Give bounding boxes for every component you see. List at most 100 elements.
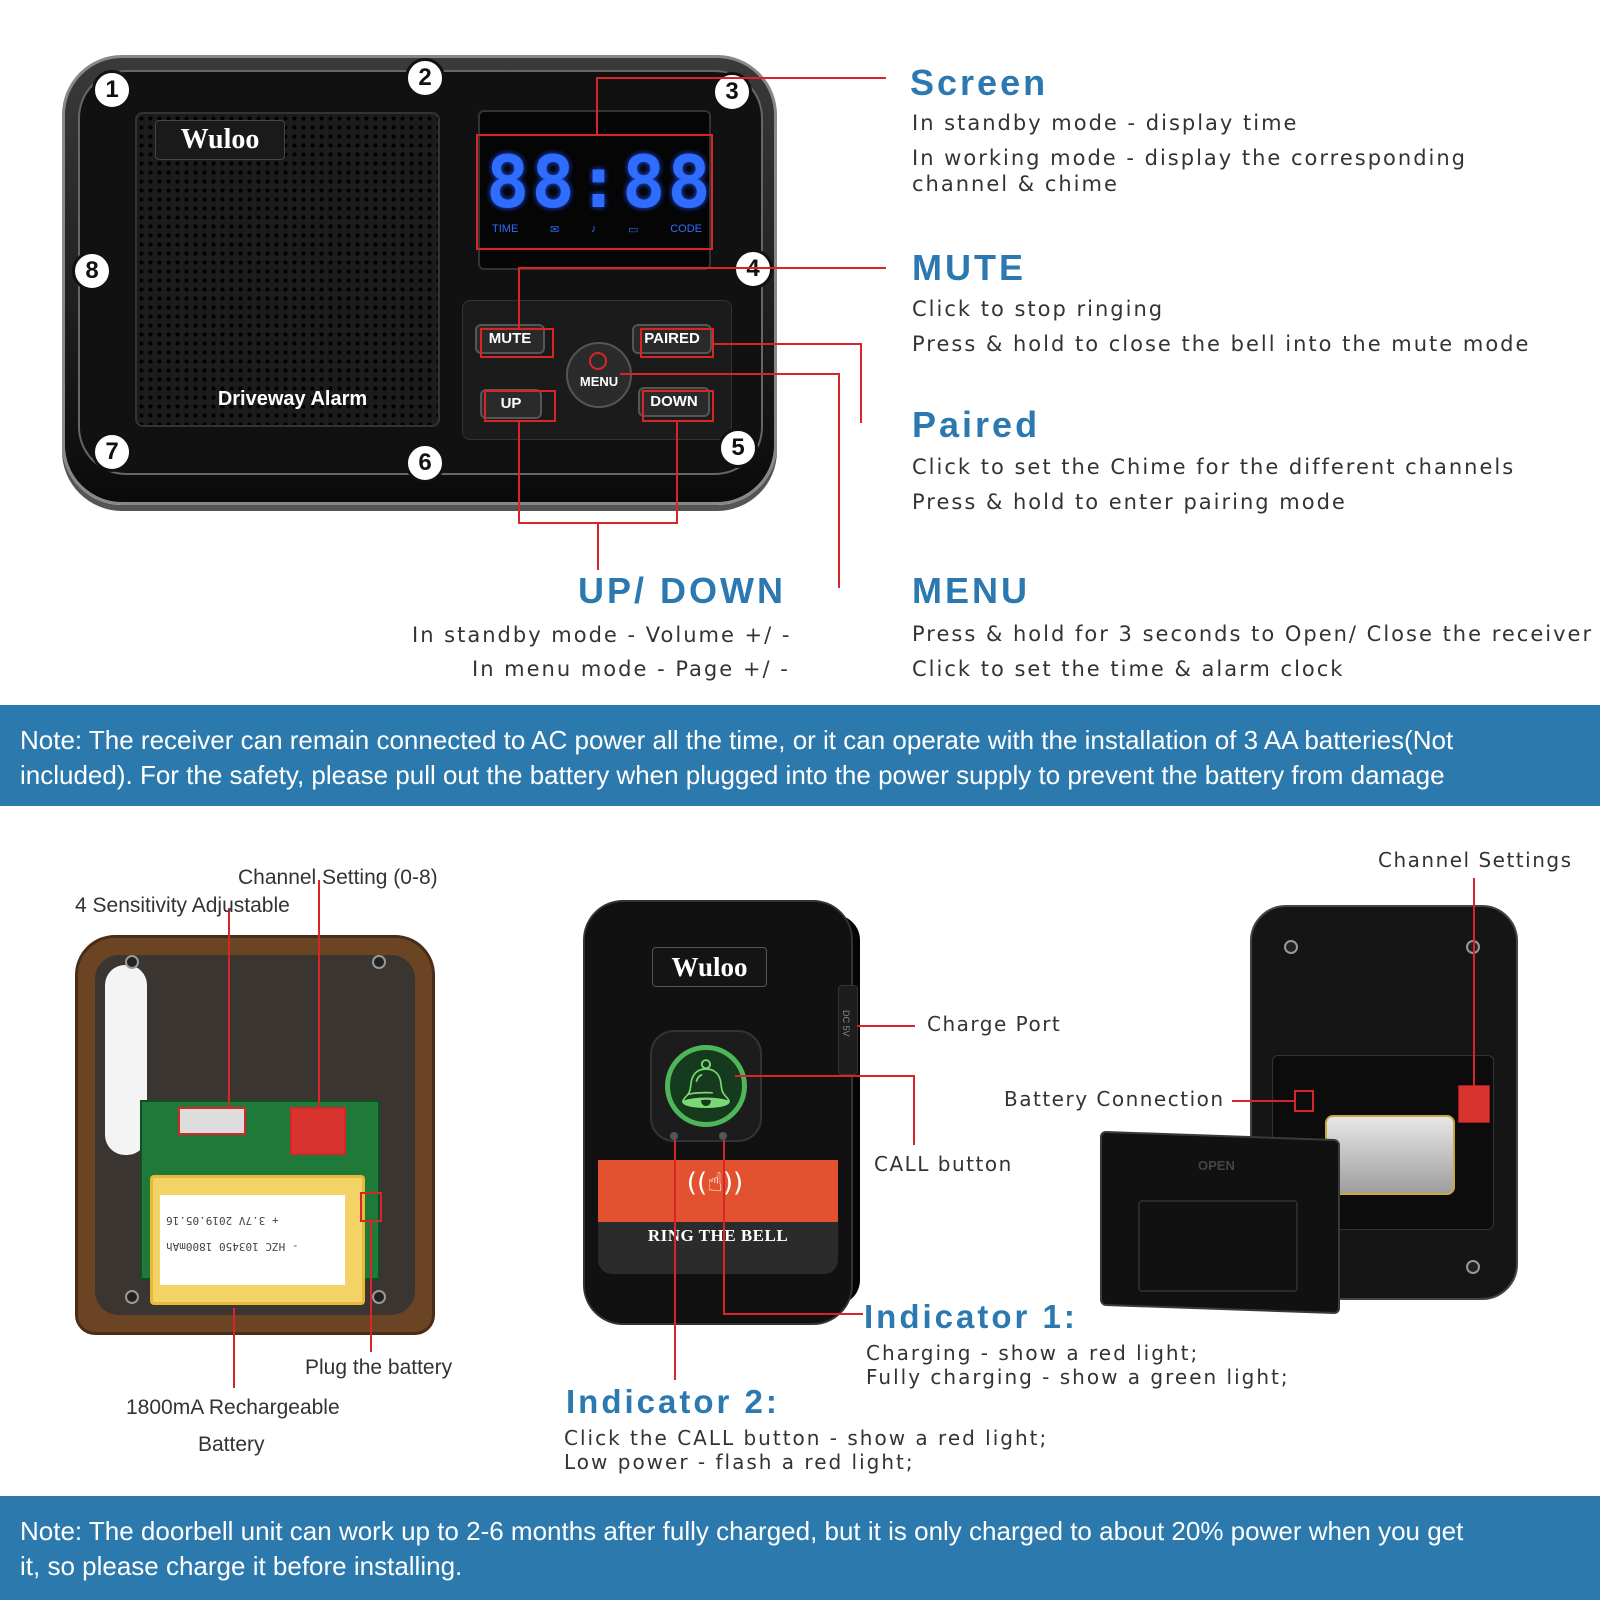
- call-button-ring: [665, 1045, 747, 1127]
- channel-settings-label: Channel Settings: [1378, 848, 1573, 872]
- screw-icon: [372, 1290, 386, 1304]
- paired-callout-h: [714, 343, 862, 345]
- battery-label-line-2: Battery: [198, 1433, 265, 1456]
- screen-status-icons: TIME ✉ ♪ ▭ CODE: [492, 223, 702, 236]
- down-highlight-box: [642, 390, 714, 422]
- charge-port-label: Charge Port: [927, 1012, 1062, 1036]
- screen-desc-1: In standby mode - display time: [912, 111, 1299, 135]
- plug-callout: [370, 1222, 372, 1352]
- indicator-1-led: [719, 1132, 727, 1140]
- bell-icon: 🔔︎: [675, 1056, 737, 1112]
- sensitivity-label: 4 Sensitivity Adjustable: [75, 894, 290, 917]
- updown-desc-1: In standby mode - Volume +/ -: [412, 623, 792, 647]
- indicator-1-heading: Indicator 1:: [864, 1298, 1078, 1335]
- menu-callout-v: [838, 373, 840, 588]
- receiver-brand-logo: Wuloo: [155, 120, 285, 160]
- open-label: OPEN: [1198, 1158, 1235, 1173]
- screen-digits: 88:88: [486, 140, 713, 224]
- battery-print-2: - HZC 103450 1800mAh: [166, 1240, 299, 1253]
- screen-desc-2: In working mode - display the correspond…: [912, 146, 1467, 170]
- charge-port-callout: [857, 1025, 915, 1027]
- menu-heading: MENU: [912, 570, 1030, 611]
- sensitivity-callout: [228, 908, 230, 1108]
- indicator-1-callout-v: [723, 1140, 725, 1315]
- badge-1: 1: [92, 70, 132, 110]
- indicator-1-desc-1: Charging - show a red light;: [866, 1341, 1200, 1365]
- updown-desc-2: In menu mode - Page +/ -: [472, 657, 790, 681]
- indicator-2-heading: Indicator 2:: [566, 1383, 780, 1420]
- down-callout-v: [676, 422, 678, 522]
- up-highlight-box: [484, 390, 556, 422]
- channel-settings-callout: [1473, 878, 1475, 1086]
- screw-icon: [1284, 940, 1298, 954]
- ring-bar: [598, 1160, 838, 1222]
- speaker-grille: [135, 112, 440, 427]
- up-callout-v: [518, 422, 520, 522]
- screw-icon: [125, 1290, 139, 1304]
- call-button-callout-h: [735, 1075, 915, 1077]
- call-button-callout-v: [913, 1075, 915, 1145]
- battery-connection-box: [1294, 1090, 1314, 1112]
- plug-battery-label: Plug the battery: [305, 1356, 453, 1379]
- menu-desc-2: Click to set the time & alarm clock: [912, 657, 1345, 681]
- paired-heading: Paired: [912, 404, 1041, 445]
- call-button-label: CALL button: [874, 1152, 1013, 1176]
- note-bar-doorbell: Note: The doorbell unit can work up to 2…: [0, 1496, 1600, 1600]
- battery-sticker: [160, 1195, 345, 1285]
- paired-desc-2: Press & hold to enter pairing mode: [912, 490, 1347, 514]
- indicator-1-desc-2: Fully charging - show a green light;: [866, 1365, 1290, 1389]
- lid-panel: [1138, 1200, 1298, 1292]
- indicator-2-callout: [674, 1140, 676, 1380]
- lipo-battery: [1325, 1115, 1455, 1195]
- screen-highlight-box: [476, 134, 713, 250]
- badge-4: 4: [733, 249, 773, 289]
- indicator-2-desc-1: Click the CALL button - show a red light…: [564, 1426, 1049, 1450]
- battery-status-icon: ▭: [628, 224, 639, 236]
- updown-callout-stem: [597, 522, 599, 570]
- ring-the-bell-text: RING THE BELL: [647, 1226, 789, 1245]
- paired-desc-1: Click to set the Chime for the different…: [912, 455, 1516, 479]
- battery-connection-label: Battery Connection: [1004, 1087, 1225, 1111]
- down-button[interactable]: DOWN: [638, 387, 710, 417]
- receiver-screen: [478, 110, 711, 270]
- mute-desc-2: Press & hold to close the bell into the …: [912, 332, 1531, 356]
- charge-port: [838, 985, 858, 1075]
- dc-label: DC 5V: [841, 1010, 851, 1037]
- mute-desc-1: Click to stop ringing: [912, 297, 1165, 321]
- touch-hand-icon: ((☝)): [686, 1168, 744, 1198]
- paired-callout-v: [860, 343, 862, 423]
- updown-heading: UP/ DOWN: [578, 570, 786, 611]
- mute-callout-v: [518, 267, 520, 328]
- channel-dip-switch: [290, 1107, 346, 1155]
- note-receiver-line-1: Note: The receiver can remain connected …: [20, 725, 1454, 755]
- channel-setting-label: Channel Setting (0-8): [238, 866, 438, 889]
- receiver-caption: Driveway Alarm: [217, 388, 368, 410]
- menu-callout-h: [620, 373, 840, 375]
- battery-callout: [233, 1308, 235, 1388]
- badge-2: 2: [405, 58, 445, 98]
- badge-6: 6: [405, 443, 445, 483]
- paired-highlight-box: [640, 328, 714, 358]
- battery-print-1: + 3.7V 2019.05.16: [166, 1214, 279, 1227]
- mute-heading: MUTE: [912, 247, 1026, 288]
- badge-8: 8: [72, 251, 112, 291]
- mute-highlight-box: [480, 328, 554, 358]
- mute-callout-h: [518, 267, 886, 269]
- power-icon: [589, 352, 607, 370]
- note-bar-receiver: Note: The receiver can remain connected …: [0, 705, 1600, 806]
- screw-icon: [125, 955, 139, 969]
- speaker-status-icon: ♪: [590, 223, 597, 235]
- note-receiver-line-2: included). For the safety, please pull o…: [20, 760, 1445, 790]
- indicator-1-callout-h: [723, 1313, 863, 1315]
- badge-5: 5: [718, 428, 758, 468]
- note-doorbell-line-1: Note: The doorbell unit can work up to 2…: [20, 1516, 1464, 1546]
- channel-callout: [318, 880, 320, 1108]
- note-doorbell-line-2: it, so please charge it before installin…: [20, 1551, 463, 1581]
- screen-heading: Screen: [910, 62, 1049, 103]
- doorbell-brand-logo: Wuloo: [652, 947, 767, 987]
- code-label: CODE: [670, 223, 702, 235]
- mute-status-icon: ✉: [549, 224, 560, 236]
- indicator-2-led: [670, 1132, 678, 1140]
- channel-dip-switch: [1458, 1085, 1490, 1123]
- badge-7: 7: [92, 432, 132, 472]
